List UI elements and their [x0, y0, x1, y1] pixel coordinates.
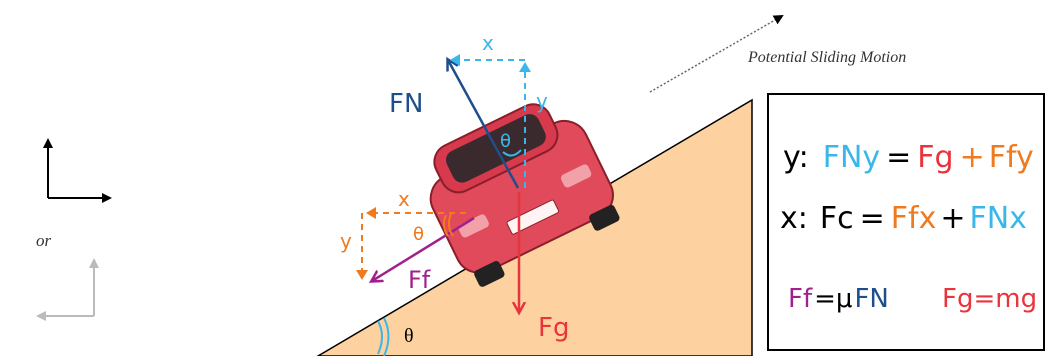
friction-theta-arc — [442, 214, 449, 237]
motion-label: Potential Sliding Motion — [747, 49, 906, 66]
normal-theta-arc — [502, 149, 522, 157]
friction-x-label: x — [398, 187, 410, 211]
incline-angle-arc — [377, 320, 383, 355]
normal-theta-label: θ — [500, 131, 511, 152]
gravity-label: Fg — [538, 313, 569, 343]
equation-x: x:Fc=Ffx+FNx — [780, 201, 1027, 236]
normal-force-arrow — [448, 60, 520, 189]
normal-x-label: x — [482, 31, 494, 55]
friction-theta-label: θ — [413, 224, 424, 245]
incline-angle-label: θ — [404, 325, 414, 347]
friction-arrow — [372, 216, 475, 281]
equation-y: y:FNy=Fg+Ffy — [783, 140, 1034, 175]
normal-force-label: FN — [389, 89, 423, 119]
normal-y-label: y — [536, 89, 548, 113]
alternate-axes-icon — [36, 258, 99, 321]
primary-axes-icon — [43, 138, 112, 203]
friction-y-label: y — [340, 229, 352, 253]
or-label: or — [36, 231, 52, 250]
equation-gravity: Fg=mg — [942, 284, 1037, 314]
equations-box — [767, 93, 1045, 351]
sliding-motion-arrow — [649, 15, 784, 93]
equation-friction: Ff=μFN — [788, 284, 889, 314]
friction-label: Ff — [408, 266, 431, 294]
